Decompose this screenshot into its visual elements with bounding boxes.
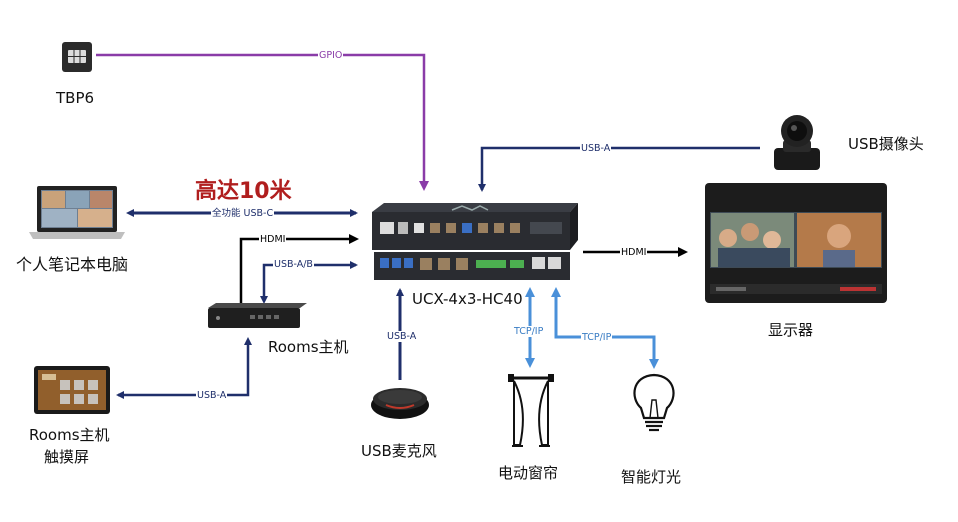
usb-a-mic-label: USB-A [386,331,418,342]
curtain-label: 电动窗帘 [498,464,559,482]
hdmi-in-line [239,234,359,305]
tbp6-label: TBP6 [56,89,95,107]
laptop-icon [29,186,125,239]
gpio-label: GPIO [318,50,344,61]
gpio-line [96,53,429,191]
touch-panel-label-line2: 触摸屏 [44,448,90,466]
usb-a-camera-line [478,146,760,192]
display-icon [705,183,887,303]
usb-a-camera-label: USB-A [580,143,612,154]
light-bulb-icon [633,373,675,432]
usb-camera-icon [774,115,820,170]
display-label: 显示器 [768,321,814,339]
laptop-label: 个人笔记本电脑 [16,255,129,274]
usb-mic-icon [371,388,429,419]
rooms-host-label: Rooms主机 [268,338,349,356]
usb-a-touch-label: USB-A [196,390,228,401]
usb-c-label: 全功能 USB-C [211,208,275,219]
touch-panel-label-line1: Rooms主机 [29,426,110,444]
usb-ab-label: USB-A/B [273,259,314,270]
hdmi-out-label: HDMI [620,247,648,258]
tcpip-curtain-label: TCP/IP [513,326,545,337]
distance-callout: 高达10米 [195,179,292,204]
switcher-label: UCX-4x3-HC40 [412,290,523,308]
touch-panel-icon [34,366,110,414]
usb-mic-label: USB麦克风 [361,442,437,460]
usb-camera-label: USB摄像头 [848,135,924,153]
switcher-icon [372,203,578,280]
rooms-host-pc-icon [208,303,307,328]
usb-a-touch-line [116,337,252,399]
tcpip-light-label: TCP/IP [581,332,613,343]
usb-ab-line [260,261,358,304]
hdmi-in-label: HDMI [259,234,287,245]
tbp6-keypad-icon [62,42,92,72]
smart-light-label: 智能灯光 [621,468,682,486]
tcpip-light-line [551,287,659,369]
curtain-icon [508,374,554,447]
